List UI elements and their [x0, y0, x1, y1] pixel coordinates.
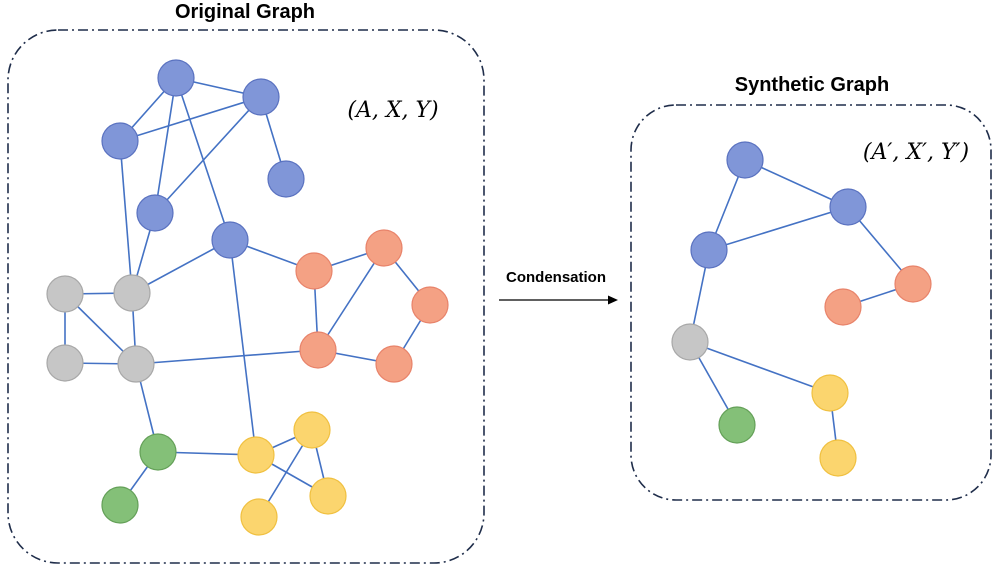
original-node-orange-o5 [375, 345, 413, 383]
synthetic-node-gray-sg1 [671, 323, 709, 361]
synthetic-node-blue-sb1 [726, 141, 764, 179]
synthetic-graph-frame [630, 104, 992, 501]
original-node-blue-b5 [136, 194, 174, 232]
original-edge-g4-o4 [135, 349, 319, 365]
synthetic-node-blue-sb3 [690, 231, 728, 269]
original-node-blue-b1 [157, 59, 195, 97]
original-edge-b3-b2 [119, 96, 262, 142]
condensation-label: Condensation [506, 269, 606, 286]
original-node-blue-b4 [267, 160, 305, 198]
original-graph-nodes [46, 59, 449, 536]
synthetic-node-orange-so2 [824, 288, 862, 326]
original-node-orange-o1 [365, 229, 403, 267]
synthetic-graph-math-label: (A′, X′, Y′) [863, 140, 969, 165]
synthetic-graph-title: Synthetic Graph [735, 74, 889, 96]
synthetic-node-orange-so1 [894, 265, 932, 303]
original-node-blue-b2 [242, 78, 280, 116]
synthetic-edge-sb3-sb2 [708, 206, 849, 251]
synthetic-edge-sb1-sb2 [744, 159, 849, 208]
original-node-yellow-y2 [237, 436, 275, 474]
original-node-gray-g3 [46, 344, 84, 382]
original-node-orange-o2 [295, 252, 333, 290]
synthetic-node-blue-sb2 [829, 188, 867, 226]
original-node-yellow-y3 [309, 477, 347, 515]
condensation-arrow-head [608, 295, 618, 305]
original-node-orange-o4 [299, 331, 337, 369]
original-node-green-n2 [101, 486, 139, 524]
synthetic-graph-nodes [671, 141, 932, 477]
condensation-arrow-group: Condensation [499, 269, 618, 305]
synthetic-edge-sg1-sy1 [689, 341, 831, 394]
original-node-gray-g1 [46, 275, 84, 313]
synthetic-graph-panel: Synthetic Graph (A′, X′, Y′) [630, 74, 992, 501]
synthetic-node-green-sn1 [718, 406, 756, 444]
original-graph-math-label: (A, X, Y) [347, 98, 438, 123]
original-node-blue-b6 [211, 221, 249, 259]
original-node-gray-g2 [113, 274, 151, 312]
original-graph-title: Original Graph [175, 1, 315, 23]
original-node-gray-g4 [117, 345, 155, 383]
original-edge-b3-g2 [119, 140, 133, 294]
original-edge-b1-b6 [175, 77, 231, 241]
original-edge-b6-y2 [229, 239, 257, 456]
original-node-yellow-y4 [240, 498, 278, 536]
original-graph-frame [7, 29, 485, 564]
original-edge-b2-b5 [154, 96, 262, 214]
original-edge-o1-o4 [317, 247, 385, 351]
original-node-blue-b3 [101, 122, 139, 160]
synthetic-node-yellow-sy2 [819, 439, 857, 477]
original-node-yellow-y1 [293, 411, 331, 449]
original-edge-b1-b5 [154, 77, 177, 214]
original-node-orange-o3 [411, 286, 449, 324]
original-graph-panel: Original Graph (A, X, Y) [7, 1, 485, 564]
synthetic-node-yellow-sy1 [811, 374, 849, 412]
original-node-green-n1 [139, 433, 177, 471]
